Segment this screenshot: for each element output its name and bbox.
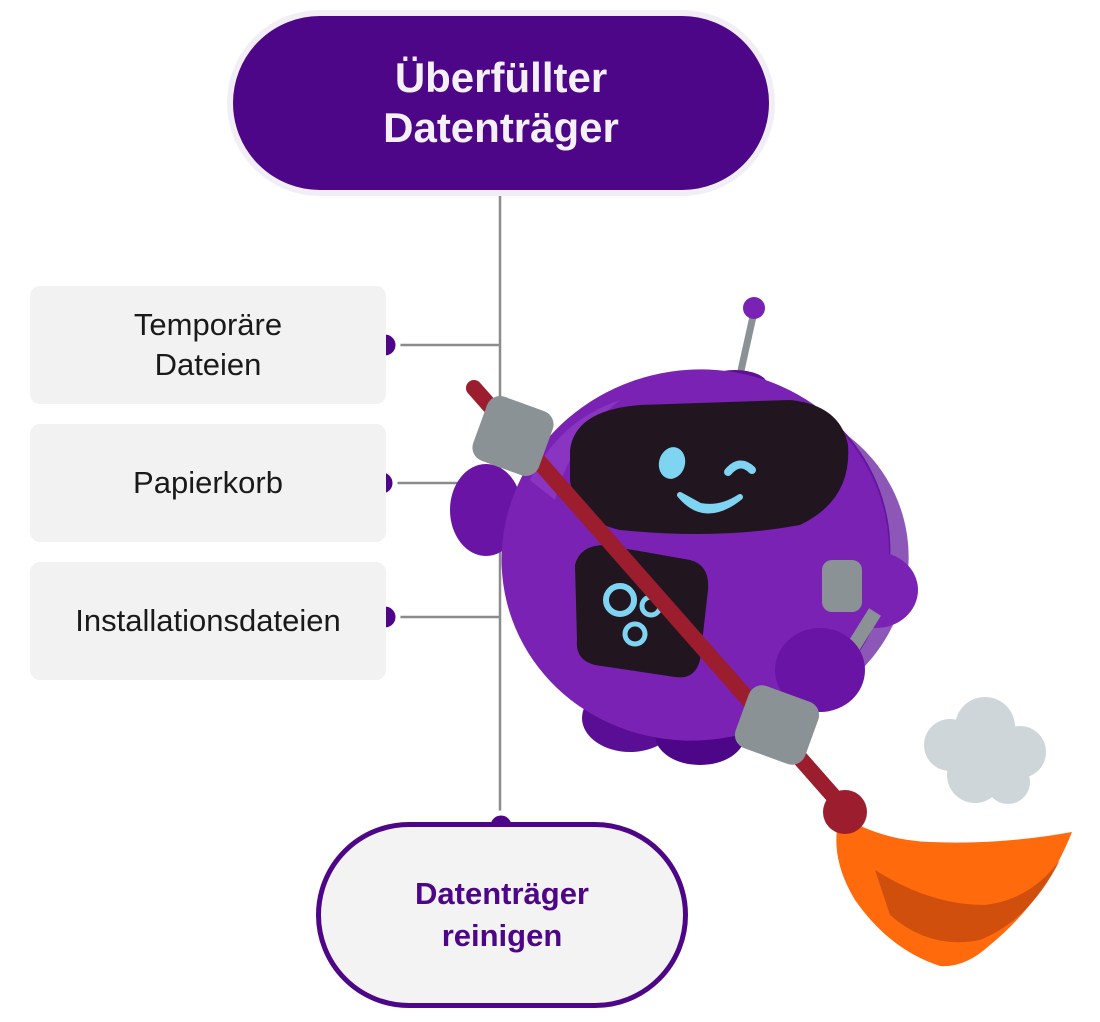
title: Überfüllter Datenträger bbox=[383, 54, 619, 151]
item-box-install-files: Installationsdateien bbox=[30, 562, 386, 680]
result-pill: Datenträger reinigen bbox=[316, 822, 688, 1008]
item-label: Temporäre Dateien bbox=[133, 307, 283, 382]
dust-cloud-icon bbox=[924, 697, 1046, 804]
result-label: Datenträger reinigen bbox=[415, 876, 589, 953]
robot-with-broom-icon bbox=[450, 297, 1072, 967]
item-label: Installationsdateien bbox=[75, 603, 341, 638]
item-box-recycle-bin: Papierkorb bbox=[30, 424, 386, 542]
title-pill: Überfüllter Datenträger bbox=[227, 10, 775, 196]
item-label: Papierkorb bbox=[133, 465, 283, 500]
item-box-temp-files: Temporäre Dateien bbox=[30, 286, 386, 404]
